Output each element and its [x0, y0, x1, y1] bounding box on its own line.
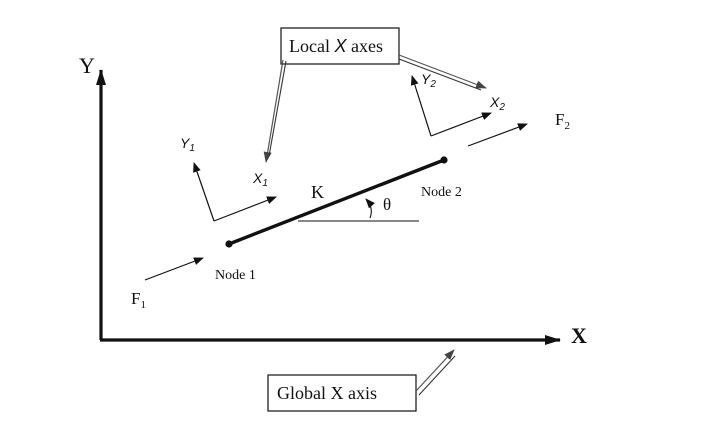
- global-y-label: Y: [79, 53, 95, 78]
- local-axes-pointer-x1-shadow: [268, 60, 287, 157]
- local-x2-axis: [430, 112, 492, 137]
- node-1-label: Node 1: [215, 268, 256, 283]
- local-x1-axis: [213, 196, 277, 222]
- local-y2-axis: [410, 75, 432, 137]
- force-f2-label: F2: [555, 110, 570, 132]
- global-axis-pointer-shadow: [418, 355, 456, 396]
- local-axes-pointer-x1: [263, 59, 284, 163]
- local-y2-label: Y2: [421, 71, 436, 90]
- local-axes-callout-box: [280, 27, 400, 65]
- node-1-dot: [225, 240, 233, 248]
- global-axis-callout: Global X axis: [267, 349, 456, 412]
- truss-element: Node 1 Node 2 K: [215, 156, 462, 283]
- angle-indicator: θ: [298, 195, 419, 222]
- local-x1-label: X1: [252, 170, 268, 189]
- local-axes-node-2: X2 Y2: [410, 71, 505, 137]
- global-axis-callout-box: [267, 374, 417, 412]
- local-axes-callout-text: Local X axes: [289, 36, 383, 56]
- stiffness-label: K: [311, 182, 324, 202]
- forces: F1 F2: [131, 110, 570, 311]
- node-2-label: Node 2: [421, 185, 462, 200]
- global-axis-callout-text: Global X axis: [277, 383, 377, 403]
- force-f2-arrow: [467, 123, 528, 147]
- local-y1-axis: [193, 162, 215, 222]
- angle-arc: [365, 198, 375, 219]
- local-y1-label: Y1: [180, 135, 195, 154]
- local-axes-pointer-x2-shadow: [398, 58, 482, 91]
- force-f1-label: F1: [131, 289, 146, 311]
- force-f1-arrow: [144, 257, 204, 281]
- local-axes-callout: Local X axes: [263, 27, 487, 163]
- global-x-label: X: [571, 323, 587, 348]
- local-x2-label: X2: [489, 94, 505, 113]
- angle-label: θ: [383, 195, 391, 214]
- local-axes-pointer-x2: [398, 54, 487, 89]
- global-axes: Y X: [79, 53, 587, 348]
- global-axis-pointer: [415, 349, 455, 392]
- element-bar: [228, 158, 445, 246]
- local-axes-node-1: X1 Y1: [180, 135, 277, 222]
- node-2-dot: [440, 156, 448, 164]
